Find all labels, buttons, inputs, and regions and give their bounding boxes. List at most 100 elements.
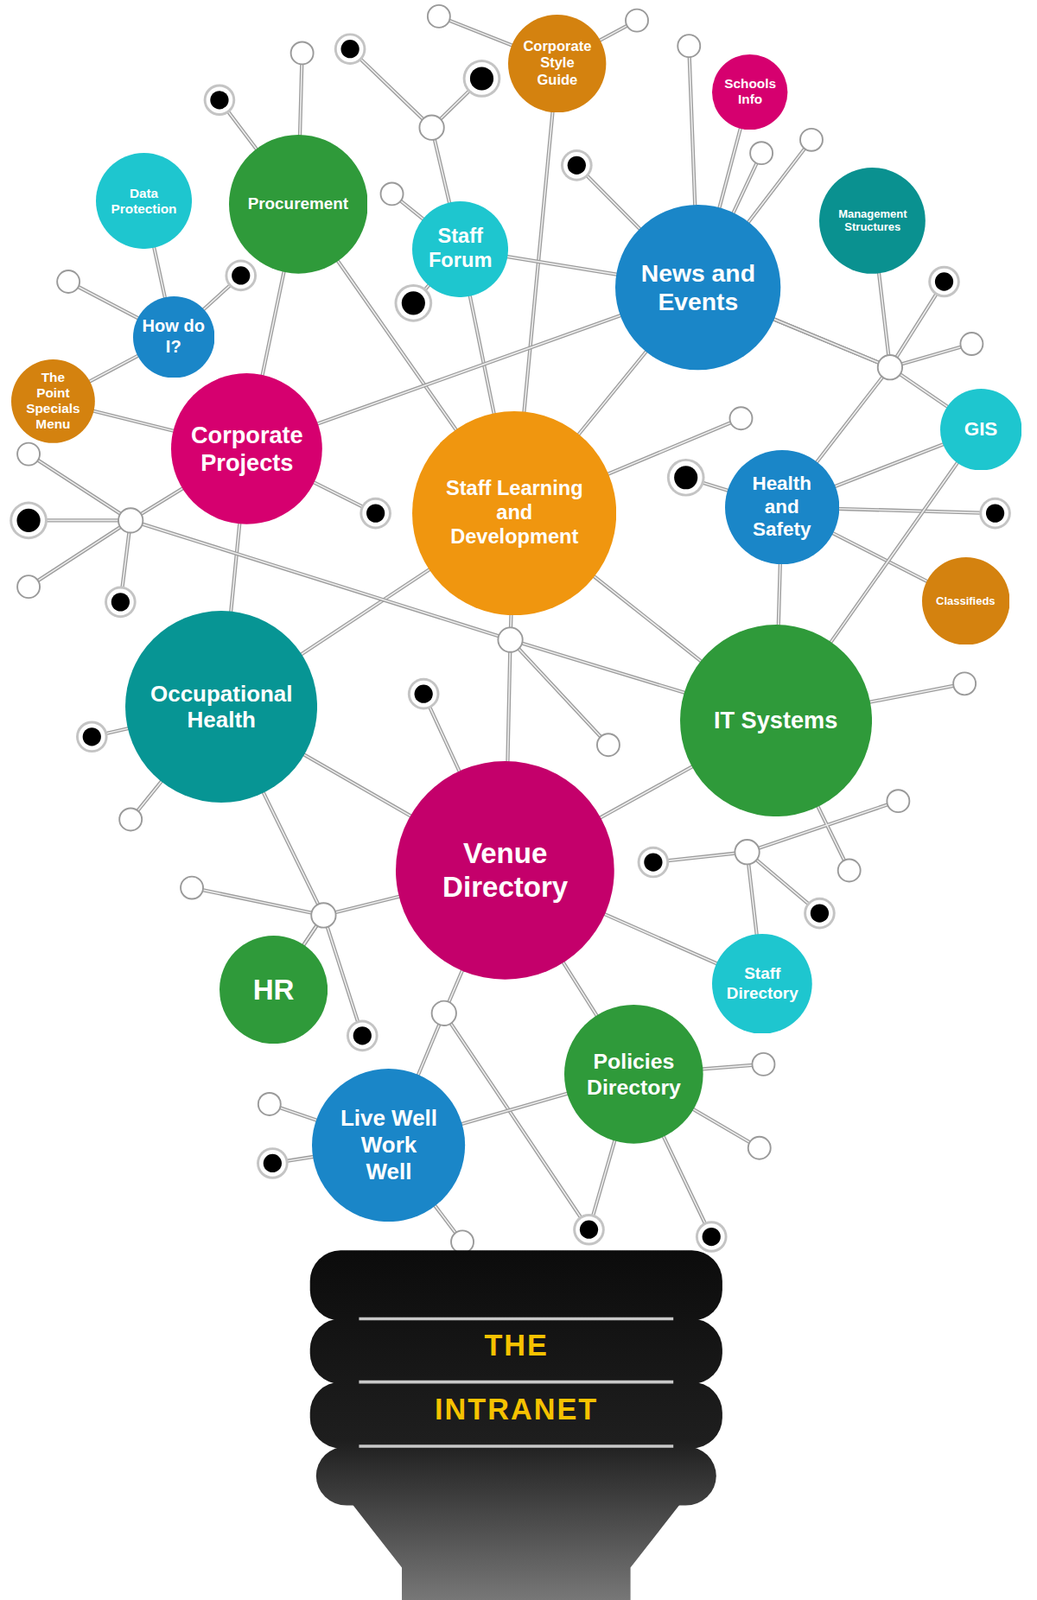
circle-fill: [680, 624, 872, 817]
circle-fill: [712, 54, 788, 130]
topic-circle: Procurement: [229, 134, 369, 274]
node-label: Staff Learning and Development: [439, 477, 589, 550]
white-dot: [258, 1093, 281, 1116]
junction-dot: [734, 839, 759, 865]
white-dot: [953, 672, 976, 695]
node-label: Corporate Style Guide: [522, 38, 592, 90]
node-label: Data Protection: [111, 185, 178, 217]
topic-circle: Classifieds: [922, 557, 1011, 646]
junction-dot: [877, 355, 903, 380]
black-dot: [560, 149, 593, 182]
connector-core: [774, 319, 891, 463]
connector-outline: [507, 256, 617, 275]
black-dot: [256, 1147, 289, 1180]
label-wrap: The Point Specials Menu: [11, 359, 96, 444]
connector-core: [230, 524, 240, 612]
circle-shape: [725, 450, 840, 565]
bulb-label: THE INTRANET: [434, 1313, 599, 1443]
circle-shape: [712, 934, 813, 1035]
node-label: Management Structures: [838, 207, 907, 235]
label-wrap: Corporate Projects: [171, 373, 323, 525]
connector-core: [718, 128, 740, 209]
connector-outline: [230, 524, 240, 612]
label-wrap: Staff Directory: [712, 934, 813, 1035]
circle-shape: [171, 373, 323, 525]
black-dot: [463, 59, 502, 98]
white-dot: [800, 128, 823, 152]
connector-outline: [89, 356, 138, 382]
connector: [774, 319, 891, 463]
junction-dot: [497, 627, 522, 652]
black-dot: [346, 1020, 379, 1053]
connector-outline: [305, 755, 412, 817]
connector-core: [563, 962, 598, 1016]
topic-circle: Policies Directory: [564, 1005, 704, 1145]
connector-outline: [301, 569, 430, 655]
bulb-base-shape: [305, 1243, 727, 1600]
junction-dot: [118, 508, 143, 533]
connector-outline: [130, 488, 684, 693]
white-dot: [886, 789, 910, 813]
circle-fill: [133, 296, 215, 378]
connector: [507, 256, 617, 275]
black-dot: [572, 1214, 605, 1247]
label-wrap: How do I?: [133, 296, 215, 378]
connector: [303, 897, 400, 946]
circle-shape: [229, 134, 369, 274]
connector: [834, 444, 943, 487]
connector-outline: [774, 319, 891, 463]
connector: [130, 488, 684, 693]
bulb-cone: [337, 1483, 697, 1600]
connector-core: [604, 914, 717, 964]
circle-shape: [395, 761, 615, 980]
connector-outline: [470, 296, 495, 414]
node-label: News and Events: [631, 259, 765, 318]
connector-core: [774, 273, 891, 368]
label-wrap: THE INTRANET: [305, 1313, 727, 1443]
topic-circle: Occupational Health: [125, 610, 318, 803]
circle-shape: [922, 557, 1011, 646]
topic-circle: News and Events: [615, 204, 781, 370]
connector: [337, 260, 457, 430]
connector: [262, 272, 285, 376]
circle-fill: [412, 411, 617, 616]
connector-core: [594, 576, 701, 661]
node-label: Staff Forum: [428, 224, 492, 274]
node-label: IT Systems: [713, 706, 838, 735]
connector: [153, 248, 165, 298]
connector-core: [318, 315, 621, 424]
bulb-band: [310, 1318, 723, 1385]
connector-core: [834, 444, 943, 487]
white-dot: [748, 1137, 771, 1160]
circle-fill: [125, 610, 318, 803]
topic-circle: Schools Info: [712, 54, 788, 130]
black-dot: [224, 260, 257, 293]
black-dot: [359, 497, 392, 530]
topic-circle: Corporate Projects: [171, 373, 323, 525]
circle-shape: [564, 1005, 704, 1145]
label-wrap: HR: [219, 935, 328, 1044]
connector-outline: [778, 564, 781, 625]
white-dot: [677, 34, 700, 58]
junction-dot: [432, 1001, 457, 1026]
connector-outline: [153, 248, 165, 298]
connector-outline: [600, 767, 692, 818]
circle-fill: [311, 1068, 465, 1222]
connector: [89, 356, 138, 382]
node-label: Occupational Health: [150, 680, 293, 734]
node-label: Schools Info: [724, 76, 777, 108]
topic-circle: Staff Forum: [412, 201, 509, 298]
node-label: Policies Directory: [586, 1049, 681, 1101]
topic-circle: Staff Directory: [712, 934, 813, 1035]
circle-fill: [922, 557, 1011, 646]
circle-fill: [725, 450, 840, 565]
connector-core: [93, 411, 174, 432]
connector: [563, 962, 598, 1016]
circle-fill: [412, 201, 509, 298]
connector-outline: [831, 463, 958, 643]
topic-circle: How do I?: [133, 296, 215, 378]
circle-fill: [508, 14, 606, 113]
topic-circle: GIS: [940, 388, 1022, 471]
